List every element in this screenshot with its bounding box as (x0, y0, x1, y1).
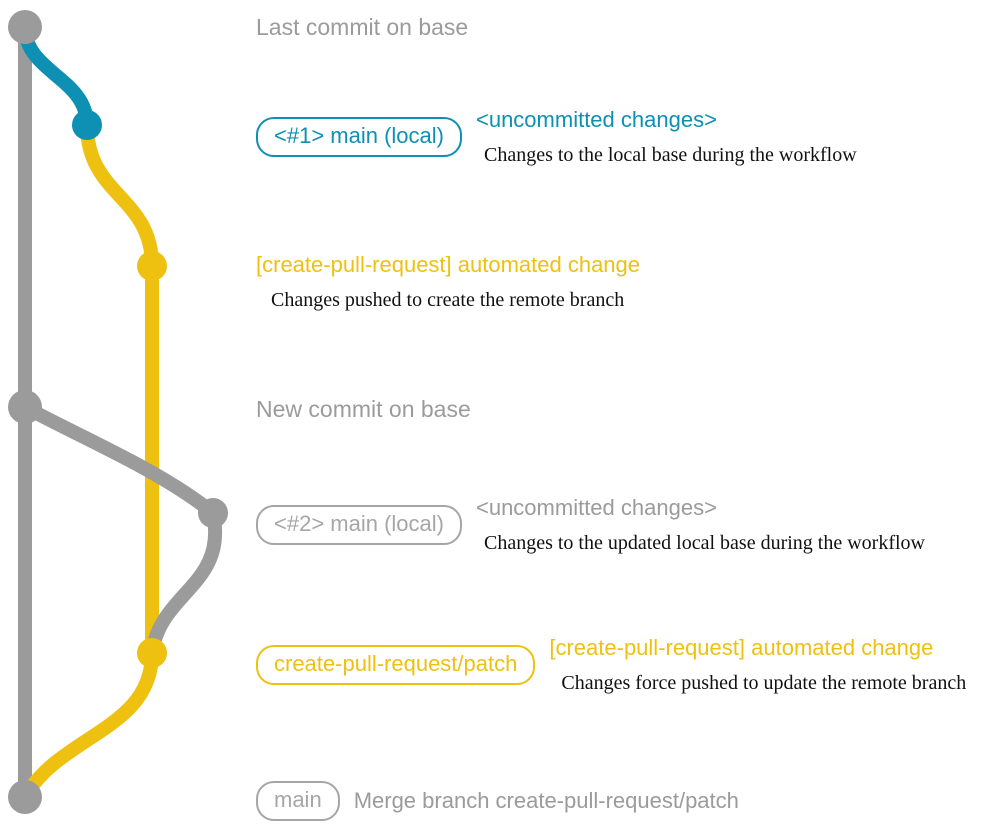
commit-subject: <uncommitted changes> (475, 107, 717, 132)
edge-patch2-to-merge (18, 646, 159, 804)
commit-node-automated-2[interactable] (137, 638, 167, 668)
commit-node-local-1[interactable] (72, 110, 102, 140)
ref-tag-main-local-1[interactable]: <#1> main (local) (256, 117, 462, 157)
commit-row-merge: main Merge branch create-pull-request/pa… (256, 781, 739, 821)
commit-subject: New commit on base (256, 396, 471, 422)
commit-note: Changes to the local base during the wor… (483, 143, 857, 166)
commit-subject: <uncommitted changes> (475, 495, 717, 520)
ref-tag-create-pull-request-patch[interactable]: create-pull-request/patch (256, 645, 536, 685)
commit-subject: [create-pull-request] automated change (549, 635, 934, 660)
ref-tag-main-local-2[interactable]: <#2> main (local) (256, 505, 462, 545)
commit-node-last-base[interactable] (8, 10, 42, 44)
edge-local1-to-patch1 (80, 118, 159, 273)
commit-node-merge[interactable] (8, 780, 42, 814)
commit-row-local-2: <#2> main (local) <uncommitted changes> … (256, 495, 925, 554)
commit-subject: [create-pull-request] automated change (256, 252, 641, 277)
commit-row-local-1: <#1> main (local) <uncommitted changes> … (256, 107, 857, 166)
commit-node-new-base[interactable] (8, 390, 42, 424)
commit-node-local-2[interactable] (198, 498, 228, 528)
commit-node-automated-1[interactable] (137, 251, 167, 281)
edge-newbase-to-local2 (18, 400, 220, 520)
edge-local2-to-patch2 (145, 506, 222, 660)
edge-base-to-local1 (18, 20, 94, 132)
commit-note: Changes to the updated local base during… (483, 531, 925, 554)
commit-subject: Merge branch create-pull-request/patch (353, 787, 739, 813)
commit-row-last-base: Last commit on base (256, 14, 468, 41)
commit-subject: Last commit on base (256, 14, 469, 40)
commit-row-automated-2: create-pull-request/patch [create-pull-r… (256, 635, 967, 694)
commit-row-new-base: New commit on base (256, 396, 471, 423)
commit-note: Changes pushed to create the remote bran… (271, 288, 625, 311)
commit-note: Changes force pushed to update the remot… (561, 671, 967, 694)
commit-row-automated-1: [create-pull-request] automated change C… (256, 252, 641, 311)
ref-tag-main[interactable]: main (256, 781, 340, 821)
